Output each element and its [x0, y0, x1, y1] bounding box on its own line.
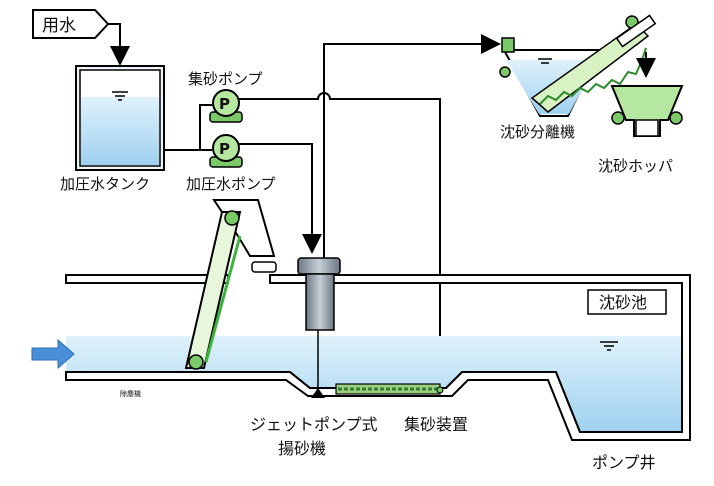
grit-chamber-label: 沈砂池: [599, 293, 647, 312]
sand-collector-label: 集砂装置: [404, 415, 468, 434]
pump-well-label: ポンプ井: [592, 453, 656, 472]
jet-pump-label-line2: 揚砂機: [278, 439, 326, 458]
pressure-pump-symbol: P: [219, 140, 230, 158]
grit-chamber-tag: 沈砂池: [587, 289, 667, 315]
pipe-tank-to-sand-pump: [164, 104, 212, 151]
jet-pump: [297, 257, 341, 398]
inflow-arrow: [31, 338, 75, 370]
jet-pump-label-line1: ジェットポンプ式: [250, 415, 378, 434]
pipe-jet-to-separator: [323, 34, 501, 258]
bar-screen: [184, 199, 277, 370]
sand-pump-symbol: P: [219, 95, 230, 113]
sand-hopper-label: 沈砂ホッパ: [598, 157, 673, 175]
sand-hopper: [610, 85, 684, 137]
sand-separator: [499, 14, 657, 117]
sand-collect-pump-label: 集砂ポンプ: [188, 70, 263, 88]
water-supply-tag: 用水: [32, 9, 110, 39]
water-supply-label: 用水: [42, 16, 76, 36]
water-supply-pipe: [108, 23, 130, 66]
pressurized-water-pump: P: [209, 134, 243, 168]
sand-collect-pump: P: [209, 89, 243, 123]
sand-separator-label: 沈砂分離機: [500, 123, 575, 141]
bar-screen-label: 除塵機: [120, 389, 141, 398]
sand-collector: [335, 383, 444, 395]
pressurized-water-tank: [75, 65, 165, 171]
pressurized-tank-label: 加圧水タンク: [60, 175, 150, 193]
pipe-pressure-pump-to-jet: [239, 143, 322, 254]
pressurized-pump-label: 加圧水ポンプ: [186, 175, 276, 193]
